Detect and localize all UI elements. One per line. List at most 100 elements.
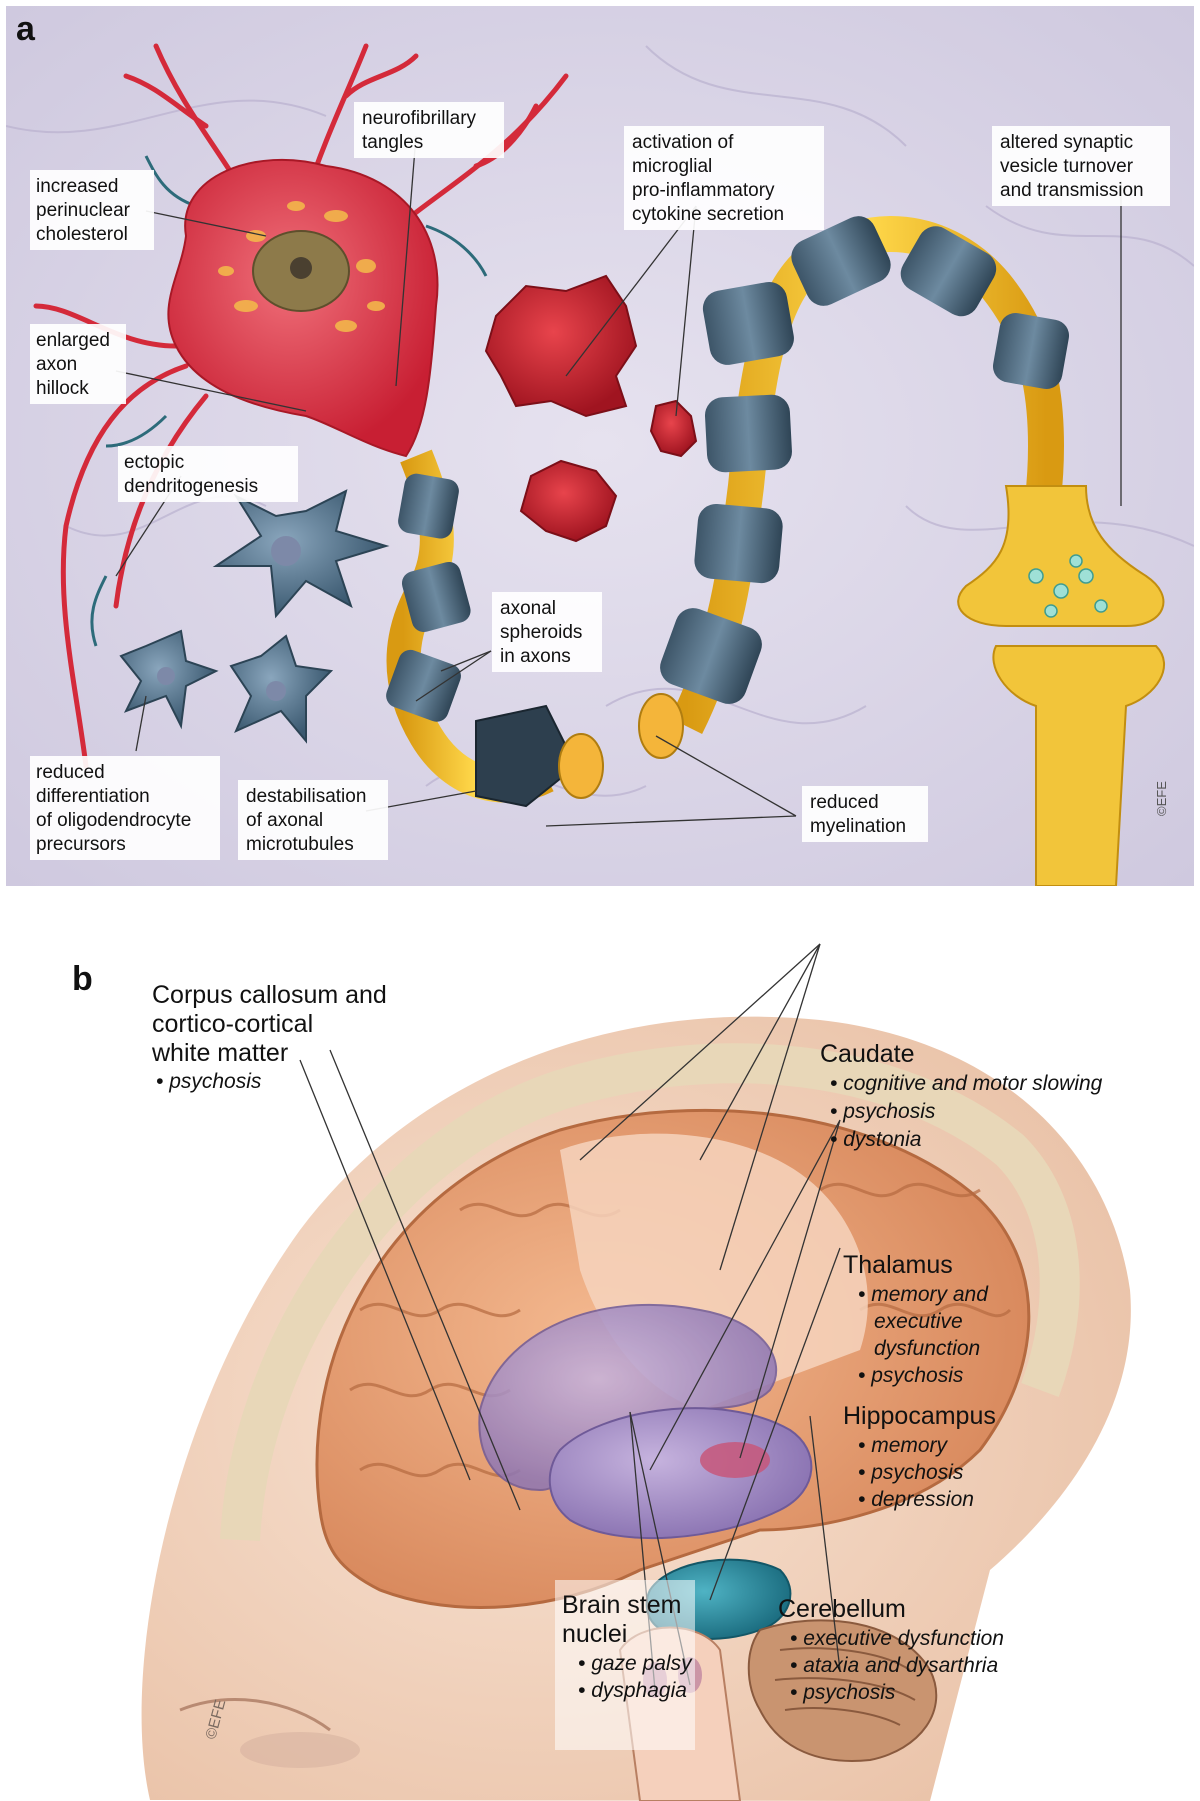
label-microglia-line4: cytokine secretion	[632, 204, 784, 225]
label-synaptic-line1: altered synaptic	[1000, 132, 1133, 153]
svg-text:• psychosis: • psychosis	[790, 1681, 896, 1704]
label-neurofibrillary-tangles: neurofibrillary tangles	[354, 102, 504, 158]
panel-b-leader-lines	[299, 943, 841, 1691]
cerebellum	[747, 1619, 938, 1762]
label-spheroids-line1: axonal	[500, 598, 556, 619]
bullet: •	[830, 1100, 837, 1123]
thalamus	[548, 1407, 813, 1540]
hippocampus-item-3: depression	[871, 1488, 974, 1511]
thalamus-item-1c: dysfunction	[874, 1337, 980, 1360]
brainstem-title-line1: Brain stem	[562, 1591, 681, 1619]
caudate-item-2: psychosis	[842, 1100, 936, 1123]
label-myelination-line1: reduced	[810, 792, 879, 813]
region-label-caudate: Caudate • cognitive and motor slowing • …	[820, 1040, 1103, 1151]
svg-text:• memory and: • memory and	[858, 1283, 989, 1306]
label-hillock-line1: enlarged	[36, 330, 110, 351]
corpus-title-line3: white matter	[151, 1039, 288, 1067]
hippocampus-item-2: psychosis	[870, 1461, 964, 1484]
precursor-nucleus-2	[266, 681, 286, 701]
thalamus-item-1b: executive	[874, 1310, 963, 1333]
label-synaptic-line3: and transmission	[1000, 180, 1144, 201]
label-hillock-line3: hillock	[36, 378, 89, 399]
precursor-nucleus-1	[157, 667, 175, 685]
label-microtubules-line3: microtubules	[246, 834, 354, 855]
svg-text:• cognitive and motor slowing: • cognitive and motor slowing	[830, 1072, 1103, 1095]
bullet: •	[578, 1679, 585, 1702]
label-cholesterol-line2: perinuclear	[36, 200, 131, 221]
cerebellum-title: Cerebellum	[778, 1595, 906, 1623]
bullet: •	[858, 1283, 865, 1306]
microglia-medium	[519, 459, 618, 543]
label-oligo-line1: reduced	[36, 762, 105, 783]
label-oligo-line3: of oligodendrocyte	[36, 810, 191, 831]
cerebellum-item-2: ataxia and dysarthria	[803, 1654, 998, 1677]
ectopic-dendrites	[90, 155, 488, 647]
label-perinuclear-cholesterol: increased perinuclear cholesterol	[30, 170, 154, 250]
axon-damaged-segment	[386, 449, 604, 808]
label-microglia-line1: activation of	[632, 132, 734, 153]
brainstem-item-2: dysphagia	[591, 1679, 687, 1702]
bullet: •	[830, 1128, 837, 1151]
label-oligodendrocyte-precursors: reduced differentiation of oligodendrocy…	[30, 756, 220, 860]
svg-text:• dystonia: • dystonia	[830, 1128, 921, 1151]
hippocampus-title: Hippocampus	[843, 1402, 996, 1430]
label-axon-hillock: enlarged axon hillock	[30, 324, 126, 404]
caudate-title: Caudate	[820, 1040, 915, 1068]
panel-a-cellular-diagram: a	[6, 6, 1194, 886]
label-synaptic-line2: vesicle turnover	[1000, 156, 1134, 177]
label-spheroids-line2: spheroids	[500, 622, 582, 643]
label-hillock-line2: axon	[36, 354, 77, 375]
bullet: •	[858, 1364, 865, 1387]
thalamus-item-1: memory and	[871, 1283, 989, 1306]
eye-lid	[240, 1732, 360, 1768]
region-label-cerebellum: Cerebellum • executive dysfunction • ata…	[778, 1595, 1004, 1704]
corpus-title-line1: Corpus callosum and	[152, 981, 387, 1009]
panel-a-copyright: ©EFE	[1154, 781, 1169, 816]
bullet: •	[790, 1654, 797, 1677]
region-label-corpus-callosum: Corpus callosum and cortico-cortical whi…	[151, 981, 387, 1093]
panel-a-letter: a	[16, 10, 36, 48]
synapse	[957, 485, 1166, 886]
cerebellum-item-3: psychosis	[802, 1681, 896, 1704]
label-cholesterol-line1: increased	[36, 176, 118, 197]
label-spheroids-line3: in axons	[500, 646, 571, 667]
label-microtubules-line2: of axonal	[246, 810, 323, 831]
svg-text:• psychosis: • psychosis	[830, 1100, 936, 1123]
skull	[220, 1043, 1080, 1542]
label-synaptic-vesicle: altered synaptic vesicle turnover and tr…	[992, 126, 1170, 206]
bullet: •	[830, 1072, 837, 1095]
svg-text:• depression: • depression	[858, 1488, 974, 1511]
label-dendrito-line2: dendritogenesis	[124, 476, 258, 497]
cerebellum-item-1: executive dysfunction	[803, 1627, 1004, 1650]
panel-a-leader-lines	[115, 135, 1122, 827]
brainstem-title-line2: nuclei	[562, 1620, 627, 1648]
label-axonal-spheroids: axonal spheroids in axons	[492, 592, 602, 672]
svg-text:• psychosis: • psychosis	[858, 1461, 964, 1484]
panel-b-brain-diagram: b Corpus callosum and cortico-cortical w…	[72, 943, 1131, 1801]
label-neurofibrillary-line1: neurofibrillary	[362, 108, 477, 129]
eye-contour	[179, 1698, 331, 1732]
label-microglia-line3: pro-inflammatory	[632, 180, 775, 201]
caudate	[478, 1303, 778, 1492]
label-reduced-myelination: reduced myelination	[802, 786, 928, 842]
label-axonal-microtubules: destabilisation of axonal microtubules	[238, 780, 388, 860]
svg-text:• gaze palsy: • gaze palsy	[578, 1652, 693, 1675]
label-microglia-line2: microglial	[632, 156, 712, 177]
bullet: •	[156, 1070, 163, 1093]
panel-b-letter: b	[72, 960, 93, 998]
hippocampus-item-1: memory	[871, 1434, 948, 1457]
label-microglial-activation: activation of microglial pro-inflammator…	[624, 126, 824, 230]
caudate-item-1: cognitive and motor slowing	[843, 1072, 1102, 1095]
label-dendrito-line1: ectopic	[124, 452, 184, 473]
label-microtubules-line1: destabilisation	[246, 786, 366, 807]
label-oligo-line4: precursors	[36, 834, 126, 855]
svg-text:• ataxia and dysarthria: • ataxia and dysarthria	[790, 1654, 998, 1677]
microglia-large	[484, 274, 638, 418]
svg-text:• psychosis: • psychosis	[858, 1364, 964, 1387]
region-label-hippocampus: Hippocampus • memory • psychosis • depre…	[843, 1402, 996, 1511]
corpus-title-line2: cortico-cortical	[152, 1010, 313, 1038]
svg-text:• memory: • memory	[858, 1434, 949, 1457]
brainstem-item-1: gaze palsy	[591, 1652, 693, 1675]
label-myelination-line2: myelination	[810, 816, 906, 837]
label-cholesterol-line3: cholesterol	[36, 224, 128, 245]
